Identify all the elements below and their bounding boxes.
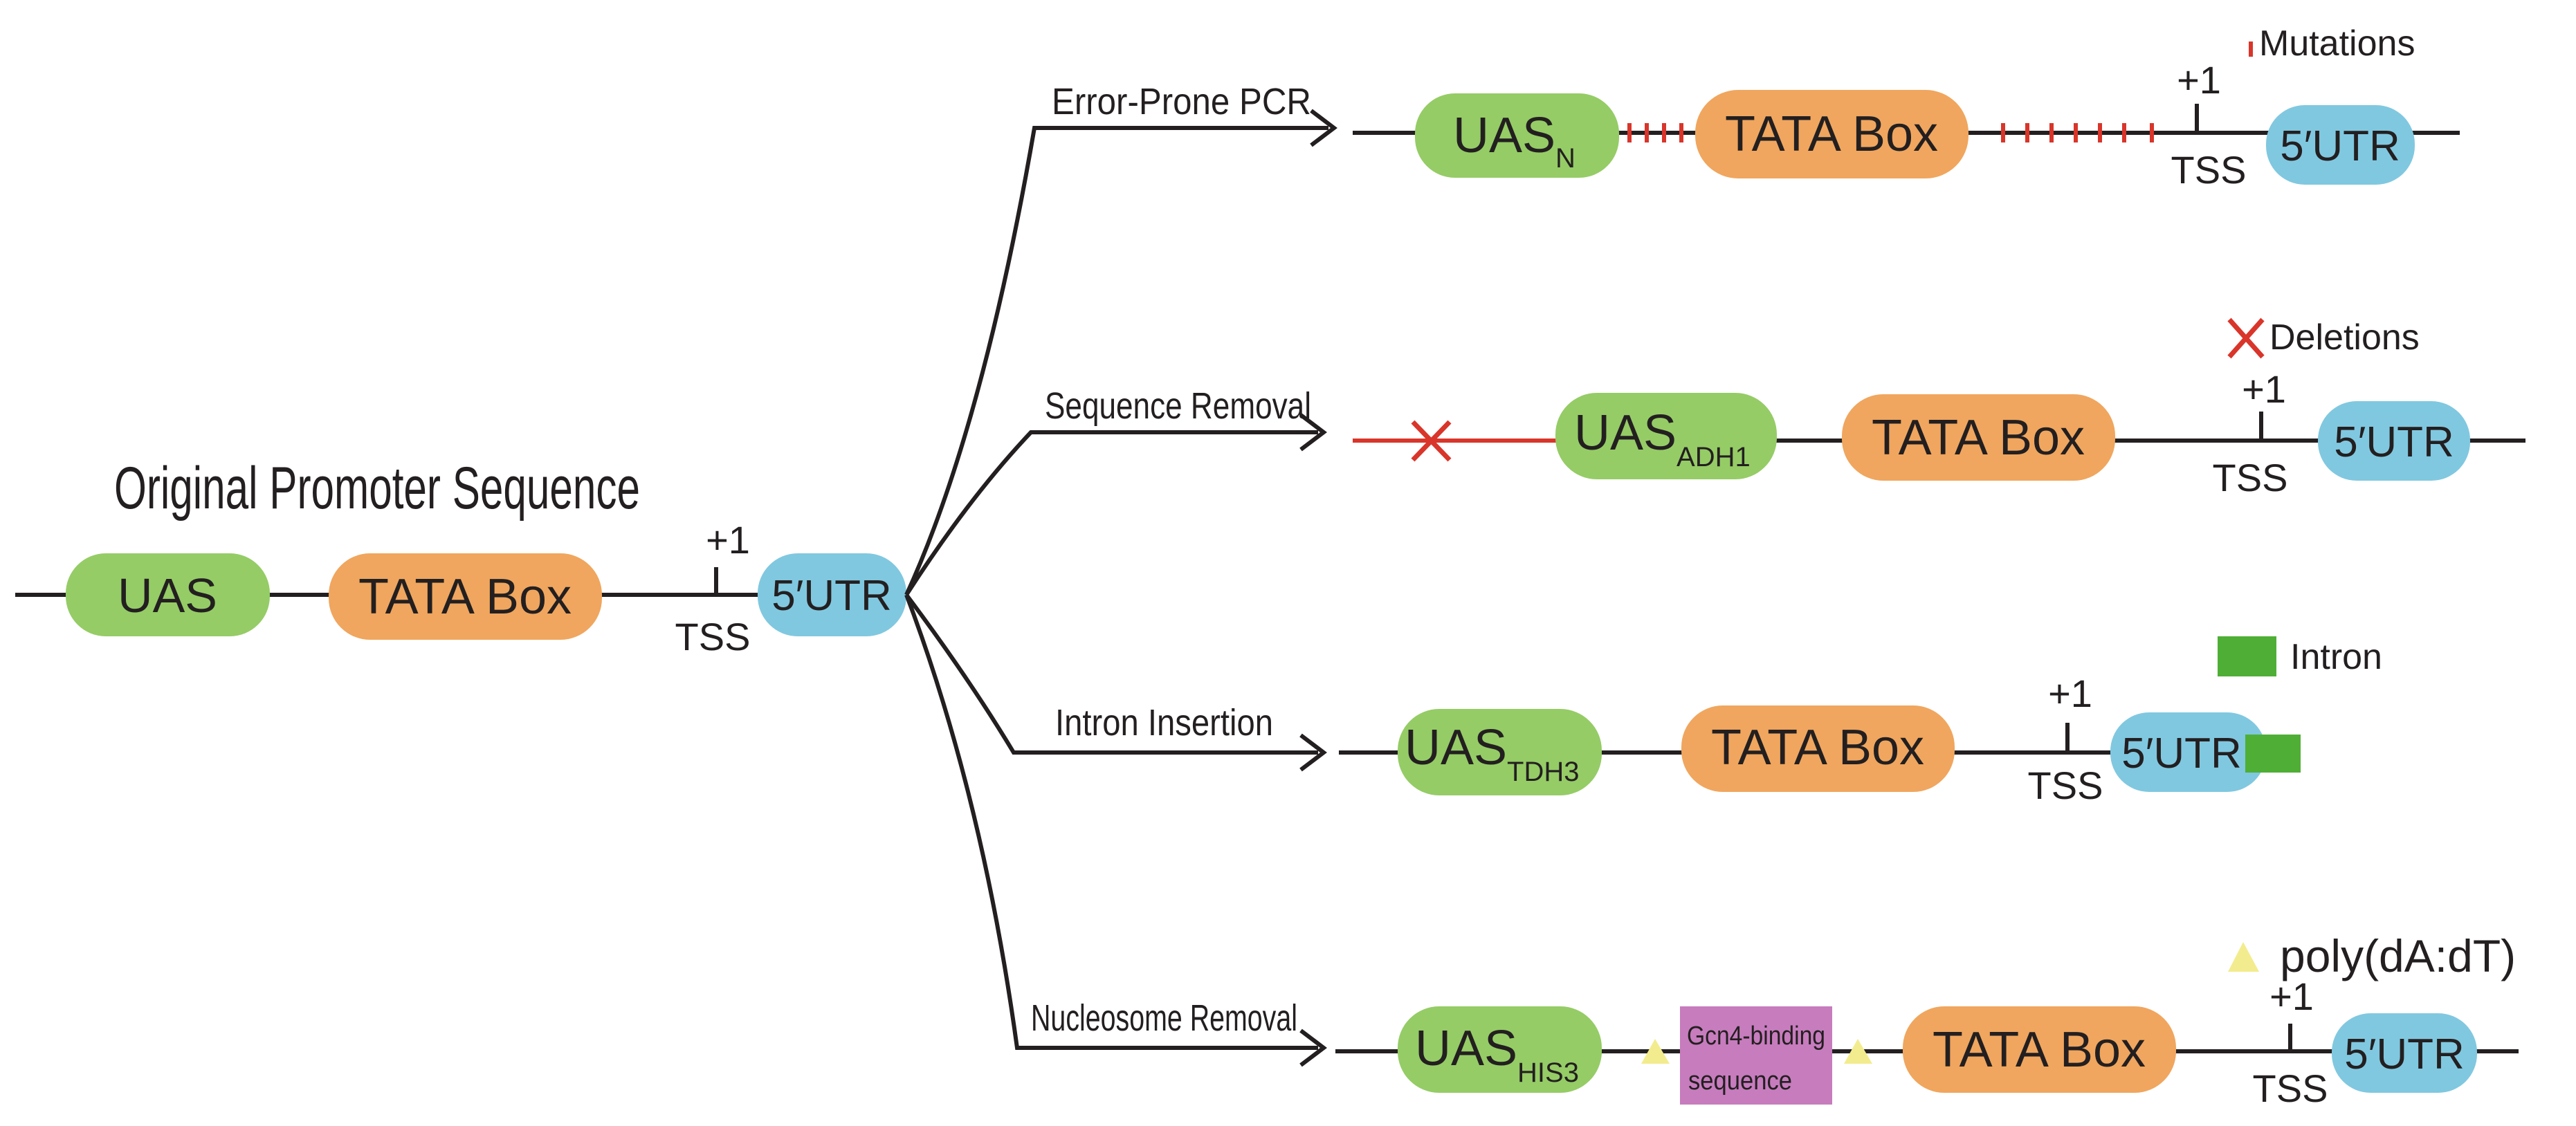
tss-label: TSS bbox=[2253, 1067, 2328, 1110]
uas-label: UASTDH3 bbox=[1405, 720, 1580, 787]
plus-one-label: +1 bbox=[706, 518, 750, 562]
tata-label: TATA Box bbox=[1933, 1022, 2146, 1078]
tata-label: TATA Box bbox=[1725, 107, 1938, 162]
poly-da-dt-icon bbox=[2228, 942, 2259, 972]
uas-box bbox=[1398, 709, 1602, 795]
mutation-marks bbox=[1627, 123, 2154, 142]
deletion-x-icon bbox=[1411, 420, 1452, 462]
legend-poly-da-dt: poly(dA:dT) bbox=[2228, 930, 2516, 981]
gcn4-label-line1: Gcn4-binding bbox=[1687, 1022, 1825, 1051]
utr-box bbox=[2318, 401, 2470, 481]
intron-block bbox=[2245, 735, 2301, 773]
legend-deletions: Deletions bbox=[2227, 317, 2420, 359]
utr-label: 5′UTR bbox=[771, 572, 892, 620]
tata-label: TATA Box bbox=[358, 569, 572, 625]
uas-label: UASHIS3 bbox=[1415, 1021, 1579, 1088]
uas-label: UASADH1 bbox=[1574, 405, 1751, 472]
legend-poly-da-dt-label: poly(dA:dT) bbox=[2280, 930, 2516, 981]
arrowhead-4 bbox=[1299, 1028, 1327, 1067]
uas-label: UAS bbox=[118, 569, 217, 622]
original-promoter: Original Promoter Sequence UAS TATA Box … bbox=[15, 455, 906, 658]
utr-label: 5′UTR bbox=[2334, 418, 2454, 466]
poly-da-dt-marker bbox=[1844, 1039, 1872, 1064]
tata-label: TATA Box bbox=[1711, 720, 1924, 775]
tata-box bbox=[1842, 394, 2115, 481]
branch-sequence-removal: UASADH1 TATA Box +1 TSS 5′UTR bbox=[1353, 367, 2525, 499]
uas-label: UASN bbox=[1453, 108, 1575, 174]
utr-label: 5′UTR bbox=[2121, 730, 2242, 777]
arrowhead-2 bbox=[1299, 413, 1327, 452]
title: Original Promoter Sequence bbox=[114, 455, 640, 522]
gcn4-binding-box bbox=[1680, 1006, 1832, 1105]
intron-icon bbox=[2218, 636, 2276, 676]
plus-one-label: +1 bbox=[2269, 975, 2314, 1018]
method-label-2: Sequence Removal bbox=[1045, 385, 1311, 427]
tata-box bbox=[329, 553, 602, 640]
utr-label: 5′UTR bbox=[2344, 1031, 2465, 1078]
gcn4-label-line2: sequence bbox=[1688, 1067, 1792, 1096]
legend-deletions-label: Deletions bbox=[2269, 317, 2420, 358]
method-label-1: Error-Prone PCR bbox=[1052, 81, 1311, 122]
arrowhead-1 bbox=[1310, 109, 1337, 147]
branch-nucleosome-removal: UASHIS3 Gcn4-binding sequence TATA Box +… bbox=[1335, 975, 2519, 1110]
uas-box bbox=[1555, 393, 1777, 479]
plus-one-label: +1 bbox=[2177, 58, 2221, 102]
legend-intron: Intron bbox=[2218, 636, 2382, 677]
method-label-3: Intron Insertion bbox=[1055, 702, 1273, 744]
branch-curve-2 bbox=[904, 430, 1318, 596]
legend-mutations: Mutations bbox=[2249, 24, 2415, 64]
branch-intron-insertion: UASTDH3 TATA Box +1 TSS 5′UTR bbox=[1339, 672, 2301, 807]
tata-label: TATA Box bbox=[1872, 410, 2085, 465]
uas-box bbox=[1398, 1006, 1602, 1093]
tss-label: TSS bbox=[2028, 764, 2103, 807]
uas-box bbox=[66, 553, 270, 636]
deletion-x-icon bbox=[2227, 317, 2265, 359]
utr-box bbox=[758, 553, 906, 636]
utr-box bbox=[2266, 105, 2415, 185]
plus-one-label: +1 bbox=[2242, 367, 2286, 411]
plus-one-label: +1 bbox=[2048, 672, 2092, 715]
utr-label: 5′UTR bbox=[2280, 122, 2400, 170]
method-label-4: Nucleosome Removal bbox=[1031, 997, 1297, 1039]
legend-mutations-label: Mutations bbox=[2259, 24, 2415, 64]
arrowhead-3 bbox=[1299, 733, 1327, 772]
tata-box bbox=[1681, 705, 1955, 792]
branch-curve-4 bbox=[904, 593, 1318, 1050]
uas-box bbox=[1415, 93, 1619, 178]
tss-label: TSS bbox=[2213, 456, 2288, 499]
branch-curve-3 bbox=[904, 593, 1318, 755]
branch-curve-1 bbox=[904, 126, 1328, 596]
branch-error-prone-pcr: UASN TATA Box +1 TSS 5′UTR bbox=[1353, 58, 2460, 192]
tss-label: TSS bbox=[2171, 148, 2247, 192]
tata-box bbox=[1903, 1006, 2176, 1093]
legend-intron-label: Intron bbox=[2290, 637, 2382, 677]
poly-da-dt-marker bbox=[1641, 1039, 1670, 1064]
utr-box bbox=[2332, 1013, 2477, 1093]
utr-box bbox=[2110, 712, 2266, 792]
branch-connectors bbox=[904, 109, 1337, 1067]
tss-label: TSS bbox=[675, 615, 751, 658]
tata-box bbox=[1695, 90, 1968, 178]
